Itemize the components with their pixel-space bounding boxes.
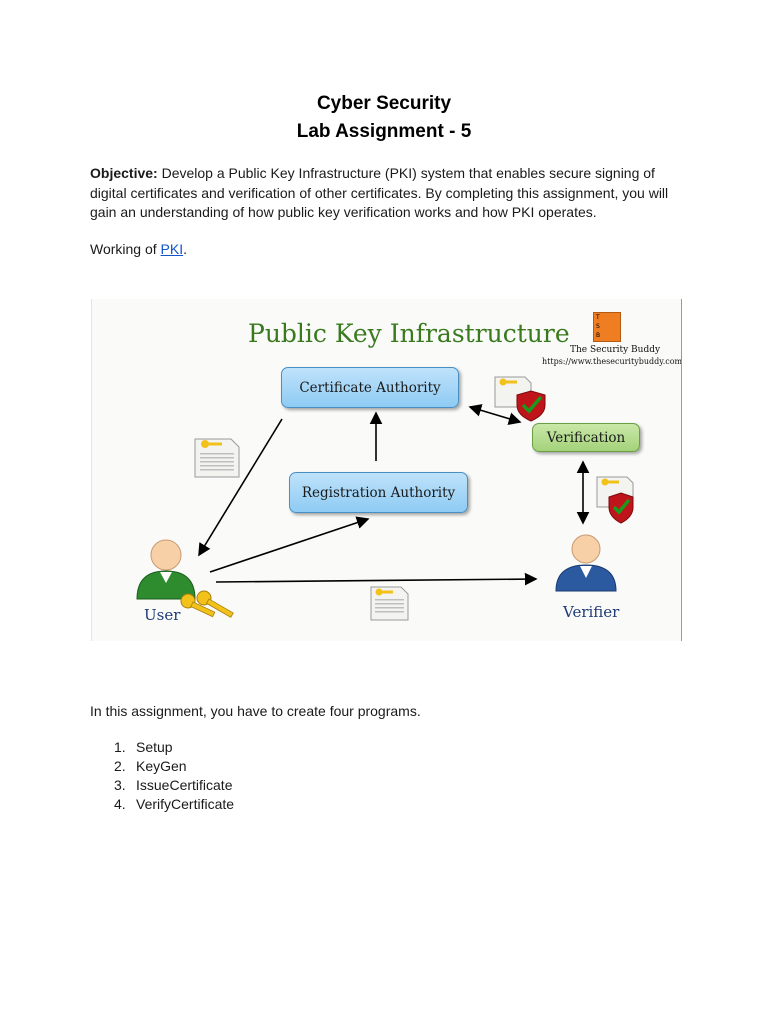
- list-item: 3.IssueCertificate: [114, 777, 233, 793]
- brand-name: The Security Buddy: [570, 345, 661, 355]
- verification-box: Verification: [532, 423, 640, 452]
- signed-certificate-icon: [596, 476, 634, 524]
- diagram-graphics: [136, 376, 634, 621]
- ca-verification-arrow: [468, 404, 522, 425]
- certificate-document-icon: [194, 438, 240, 478]
- security-buddy-logo: T S B: [593, 312, 621, 342]
- pki-link[interactable]: PKI: [160, 241, 184, 257]
- key-pair-icon: [180, 590, 234, 618]
- verifier-label: Verifier: [563, 603, 620, 621]
- certificate-authority-label: Certificate Authority: [299, 379, 441, 396]
- objective-label: Objective:: [90, 165, 158, 181]
- certificate-authority-box: Certificate Authority: [281, 367, 459, 408]
- objective-text: Develop a Public Key Infrastructure (PKI…: [90, 165, 669, 220]
- objective-paragraph: Objective: Develop a Public Key Infrastr…: [90, 164, 690, 223]
- programs-list: 1.Setup 2.KeyGen 3.IssueCertificate 4.Ve…: [114, 738, 234, 814]
- working-prefix: Working of: [90, 241, 161, 257]
- certificate-document-icon: [370, 586, 409, 621]
- pki-diagram: Public Key Infrastructure T S B The Secu…: [91, 299, 682, 641]
- brand-url: https://www.thesecuritybuddy.com/: [542, 357, 682, 366]
- verifier-person-icon: [555, 534, 617, 592]
- registration-authority-label: Registration Authority: [301, 484, 456, 501]
- intro-paragraph: In this assignment, you have to create f…: [90, 703, 421, 719]
- working-suffix: .: [183, 241, 188, 257]
- user-label: User: [144, 606, 181, 624]
- signed-certificate-icon: [494, 376, 546, 422]
- ca-to-user-arrow: [198, 418, 283, 557]
- list-item: 2.KeyGen: [114, 758, 187, 774]
- page-title-line1: Cyber Security: [316, 93, 452, 114]
- verification-label: Verification: [546, 429, 626, 446]
- user-to-verifier-arrow: [215, 572, 538, 586]
- list-item: 4.VerifyCertificate: [114, 796, 235, 812]
- user-person-icon: [136, 539, 196, 600]
- page-title-line2: Lab Assignment - 5: [296, 121, 472, 142]
- user-to-ra-arrow: [209, 516, 370, 573]
- diagram-title: Public Key Infrastructure: [248, 319, 570, 348]
- list-item: 1.Setup: [114, 739, 173, 755]
- working-paragraph: Working of PKI.: [90, 240, 690, 260]
- registration-authority-box: Registration Authority: [289, 472, 468, 513]
